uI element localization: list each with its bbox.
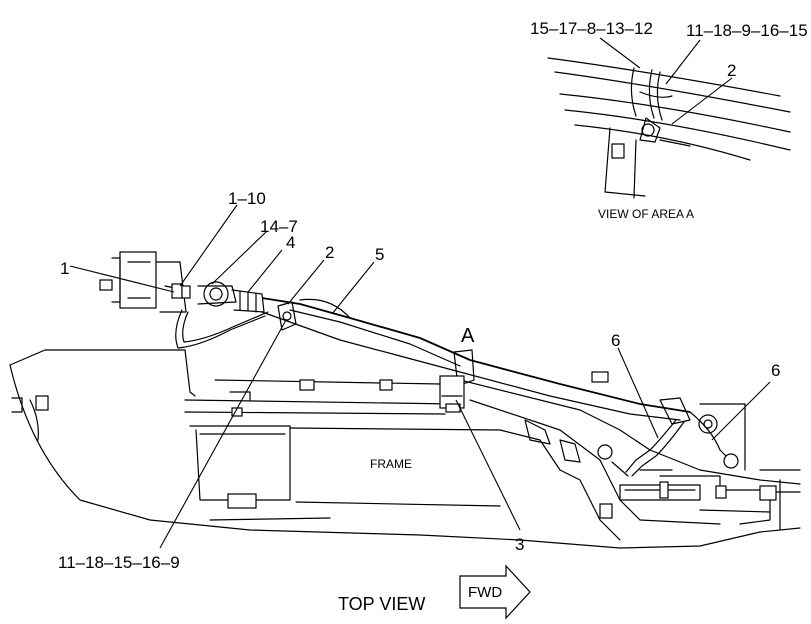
detail-callout-11-18-9-16-15: 11–18–9–16–15 bbox=[686, 21, 808, 40]
callout-14-7: 14–7 bbox=[260, 217, 298, 236]
frame-label: FRAME bbox=[370, 457, 412, 471]
callout-1: 1 bbox=[60, 259, 69, 278]
callout-6-left: 6 bbox=[611, 331, 620, 350]
callout-area-a: A bbox=[461, 325, 475, 347]
callout-6-right: 6 bbox=[771, 361, 780, 380]
callout-2: 2 bbox=[325, 243, 334, 262]
detail-view-area-a: 15–17–8–13–12 11–18–9–16–15 2 VIEW OF AR… bbox=[530, 19, 808, 221]
callout-4: 4 bbox=[286, 233, 295, 252]
view-label: TOP VIEW bbox=[338, 594, 425, 614]
detail-view-title: VIEW OF AREA A bbox=[598, 207, 694, 221]
main-view: 1 1–10 14–7 4 2 5 A 6 6 3 11–18–15–16–9 … bbox=[9, 189, 801, 620]
callout-11-18-15-16-9: 11–18–15–16–9 bbox=[58, 553, 180, 572]
callout-1-10: 1–10 bbox=[228, 189, 266, 208]
callout-3: 3 bbox=[515, 535, 524, 554]
fwd-label: FWD bbox=[468, 584, 502, 601]
fwd-arrow-icon bbox=[459, 564, 531, 620]
detail-callout-2: 2 bbox=[727, 61, 736, 80]
detail-callout-15-17-8-13-12: 15–17–8–13–12 bbox=[530, 19, 653, 38]
callout-5: 5 bbox=[375, 245, 384, 264]
